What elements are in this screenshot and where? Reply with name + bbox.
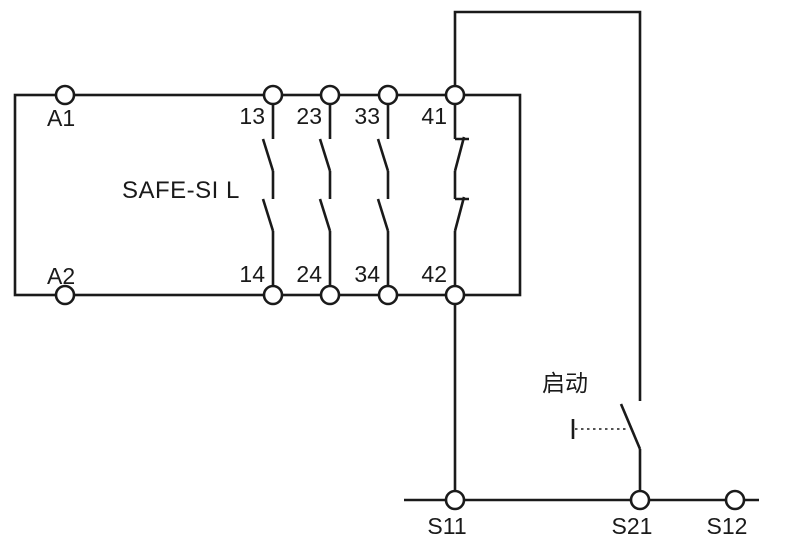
terminal-s11 (444, 489, 466, 511)
start-button-blade (619, 403, 642, 450)
terminal-label-s11: S11 (427, 513, 466, 539)
start-button-label: 启动 (542, 370, 588, 396)
terminal-label-24: 24 (296, 261, 322, 287)
terminal-s12 (724, 489, 746, 511)
relay-name-label: SAFE-SI L (122, 177, 240, 204)
terminal-label-14: 14 (239, 261, 265, 287)
terminal-label-s12: S12 (707, 513, 748, 539)
terminal-14 (262, 284, 284, 306)
contact-blades (376, 138, 390, 232)
terminal-33 (377, 84, 399, 106)
wire-41-to-start-button (453, 10, 642, 401)
terminal-label-a2: A2 (47, 263, 75, 289)
no-contact-33-34 (376, 104, 390, 286)
terminal-23 (319, 84, 341, 106)
terminal-label-s21: S21 (612, 513, 653, 539)
terminal-label-34: 34 (354, 261, 380, 287)
terminal-s21 (629, 489, 651, 511)
no-contact-23-24 (318, 104, 332, 286)
nc-contact-41-42 (453, 104, 469, 286)
terminal-label-13: 13 (239, 103, 265, 129)
contact-blades (261, 138, 275, 232)
start-button-contact (571, 403, 642, 450)
terminal-a2 (54, 284, 76, 306)
terminal-label-41: 41 (421, 103, 447, 129)
terminal-41 (444, 84, 466, 106)
terminal-13 (262, 84, 284, 106)
terminal-label-33: 33 (354, 103, 380, 129)
terminal-42 (444, 284, 466, 306)
contact-blades (318, 138, 332, 232)
no-contact-13-14 (261, 104, 275, 286)
terminal-label-23: 23 (296, 103, 322, 129)
terminal-label-42: 42 (421, 261, 447, 287)
terminal-24 (319, 284, 341, 306)
terminal-a1 (54, 84, 76, 106)
nc-stop-bars (455, 137, 469, 201)
contact-blades (453, 136, 466, 232)
terminal-34 (377, 284, 399, 306)
terminal-label-a1: A1 (47, 105, 75, 131)
